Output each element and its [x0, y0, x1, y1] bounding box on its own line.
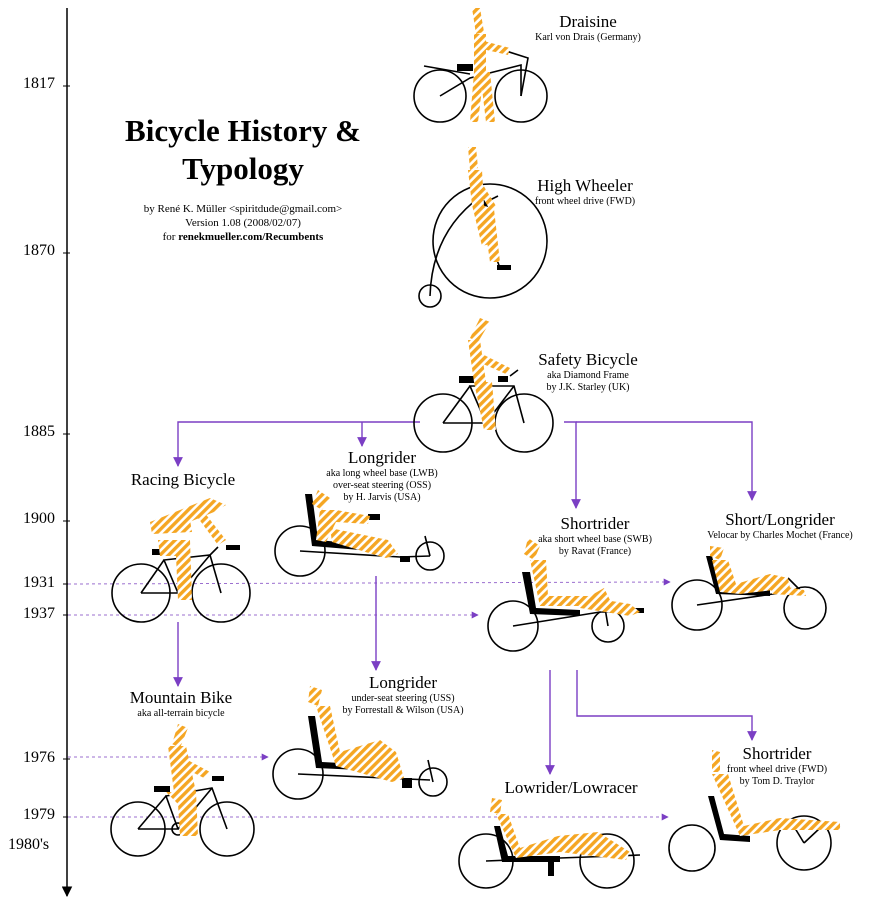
lowrider-drawing: [458, 798, 641, 889]
mountain-bike-label: Mountain Bike aka all-terrain bicycle: [118, 688, 244, 720]
high-wheeler-desc: front wheel drive (FWD): [534, 196, 636, 207]
longrider-oss-name: Longrider: [348, 448, 416, 467]
high-wheeler-label: High Wheeler front wheel drive (FWD): [520, 176, 650, 208]
short-longrider-desc: Velocar by Charles Mochet (France): [707, 530, 853, 541]
lineage-arrows: [173, 421, 757, 775]
year-ticks: [63, 85, 70, 818]
year-label: 1976: [23, 749, 55, 766]
shortrider-swb-drawing: [487, 538, 644, 652]
year-label: 1937: [23, 605, 55, 622]
longrider-oss-desc-2: over-seat steering (OSS): [332, 480, 432, 491]
safety-bicycle-drawing: [413, 318, 554, 453]
high-wheeler-drawing: [418, 147, 548, 308]
shortrider-fwd-desc: front wheel drive (FWD): [726, 764, 828, 775]
shortrider-swb-name: Shortrider: [560, 514, 630, 533]
longrider-oss-drawing: [274, 490, 445, 577]
longrider-uss-drawing: [272, 686, 448, 800]
credit-site-line: for renekmueller.com/Recumbents: [98, 230, 388, 244]
short-longrider-drawing: [671, 546, 827, 631]
racing-bicycle-label: Racing Bicycle: [118, 470, 248, 490]
mountain-bike-name: Mountain Bike: [129, 688, 233, 707]
credit-for: for: [162, 231, 176, 243]
draisine-label: Draisine Karl von Drais (Germany): [528, 12, 648, 44]
mountain-bike-desc: aka all-terrain bicycle: [137, 708, 225, 719]
draisine-name: Draisine: [559, 12, 617, 31]
shortrider-swb-label: Shortrider aka short wheel base (SWB) by…: [530, 514, 660, 558]
year-guides: [67, 578, 671, 821]
credit-site: renekmueller.com/Recumbents: [178, 231, 324, 243]
longrider-oss-inventor: by H. Jarvis (USA): [343, 492, 421, 503]
shortrider-fwd-name: Shortrider: [742, 744, 812, 763]
shortrider-fwd-inventor: by Tom D. Traylor: [739, 776, 815, 787]
lowrider-name: Lowrider/Lowracer: [504, 778, 638, 797]
draisine-desc: Karl von Drais (Germany): [535, 32, 641, 43]
credit-block: by René K. Müller <spiritdude@gmail.com>…: [98, 202, 388, 244]
credit-version: Version 1.08 (2008/02/07): [185, 217, 301, 229]
diagram-title: Bicycle History & Typology: [125, 113, 361, 186]
short-longrider-name: Short/Longrider: [725, 510, 835, 529]
credit-author: by René K. Müller <spiritdude@gmail.com>: [143, 203, 343, 215]
year-label: 1980's: [8, 836, 50, 853]
year-label: 1817: [23, 75, 55, 92]
mountain-bike-drawing: [110, 724, 255, 857]
racing-bicycle-name: Racing Bicycle: [130, 470, 236, 489]
longrider-uss-desc: under-seat steering (USS): [351, 693, 455, 704]
shortrider-fwd-label: Shortrider front wheel drive (FWD) by To…: [712, 744, 842, 788]
racing-bicycle-drawing: [111, 498, 251, 623]
longrider-oss-desc-1: aka long wheel base (LWB): [326, 468, 438, 479]
lowrider-label: Lowrider/Lowracer: [486, 778, 656, 798]
year-label: 1931: [23, 574, 55, 591]
longrider-uss-label: Longrider under-seat steering (USS) by F…: [328, 673, 478, 717]
year-label: 1900: [23, 510, 55, 527]
high-wheeler-name: High Wheeler: [537, 176, 633, 195]
year-label: 1979: [23, 806, 55, 823]
safety-bicycle-inventor: by J.K. Starley (UK): [546, 382, 630, 393]
safety-bicycle-desc: aka Diamond Frame: [547, 370, 629, 381]
shortrider-swb-desc: aka short wheel base (SWB): [538, 534, 652, 545]
shortrider-swb-inventor: by Ravat (France): [558, 546, 632, 557]
short-longrider-label: Short/Longrider Velocar by Charles Moche…: [686, 510, 874, 542]
safety-bicycle-label: Safety Bicycle aka Diamond Frame by J.K.…: [528, 350, 648, 394]
draisine-drawing: [413, 8, 548, 123]
year-label: 1870: [23, 242, 55, 259]
longrider-uss-name: Longrider: [369, 673, 437, 692]
safety-bicycle-name: Safety Bicycle: [538, 350, 638, 369]
longrider-oss-label: Longrider aka long wheel base (LWB) over…: [312, 448, 452, 504]
longrider-uss-inventor: by Forrestall & Wilson (USA): [342, 705, 464, 716]
year-label: 1885: [23, 423, 55, 440]
shortrider-fwd-drawing: [668, 750, 841, 872]
